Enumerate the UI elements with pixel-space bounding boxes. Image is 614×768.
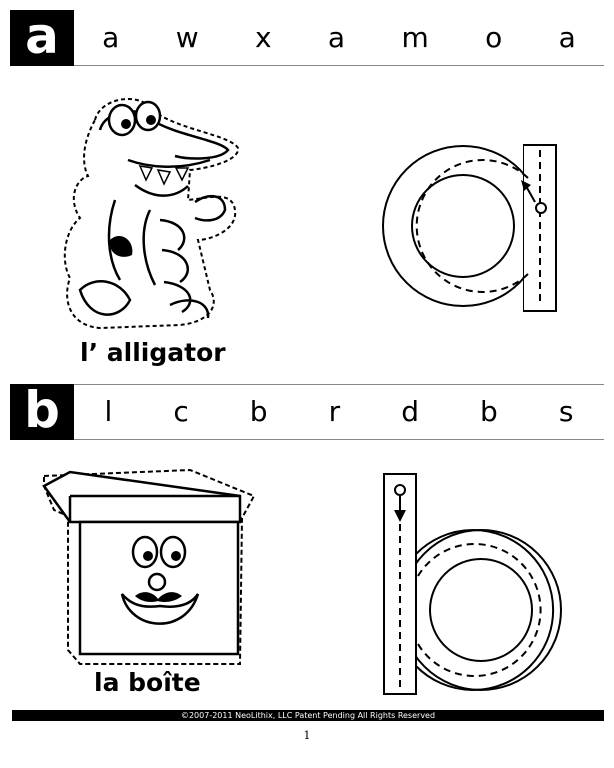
letter-box-b: b xyxy=(10,384,74,440)
sequence-letter: a xyxy=(102,21,120,54)
sequence-letter: x xyxy=(254,21,272,54)
sequence-letter: r xyxy=(328,395,341,428)
smiling-box-illustration-icon xyxy=(42,468,256,665)
sequence-letter: l xyxy=(104,395,113,428)
picture-caption-a: l’ alligator xyxy=(80,338,226,367)
letter-b-tracing-guide-icon xyxy=(383,473,562,695)
letter-box-a: a xyxy=(10,10,74,66)
sequence-letter: a xyxy=(327,21,346,54)
sequence-letter: d xyxy=(401,395,419,428)
picture-caption-b: la boîte xyxy=(94,668,201,697)
sequence-letter: c xyxy=(173,395,189,428)
letter-a-tracing-guide-icon xyxy=(382,144,557,312)
copyright-bar: ©2007-2011 NeoLithix, LLC Patent Pending… xyxy=(12,710,604,721)
letter-sequence-a: a w x a m o a xyxy=(74,10,604,66)
sequence-letter: w xyxy=(175,21,199,54)
letter-sequence-b: l c b r d b s xyxy=(74,384,604,440)
alligator-illustration-icon xyxy=(63,97,239,330)
band-divider xyxy=(74,439,604,440)
letter-band-b: b l c b r d b s xyxy=(10,384,604,440)
page-number: 1 xyxy=(303,729,311,742)
sequence-letter: b xyxy=(249,395,268,428)
letter-band-a: a a w x a m o a xyxy=(10,10,604,66)
sequence-letter: s xyxy=(558,395,574,428)
sequence-letter: m xyxy=(401,21,429,54)
sequence-letter: o xyxy=(485,21,503,54)
band-divider xyxy=(74,384,604,385)
sequence-letter: a xyxy=(558,21,576,54)
sequence-letter: b xyxy=(480,395,498,428)
band-divider xyxy=(74,65,604,66)
